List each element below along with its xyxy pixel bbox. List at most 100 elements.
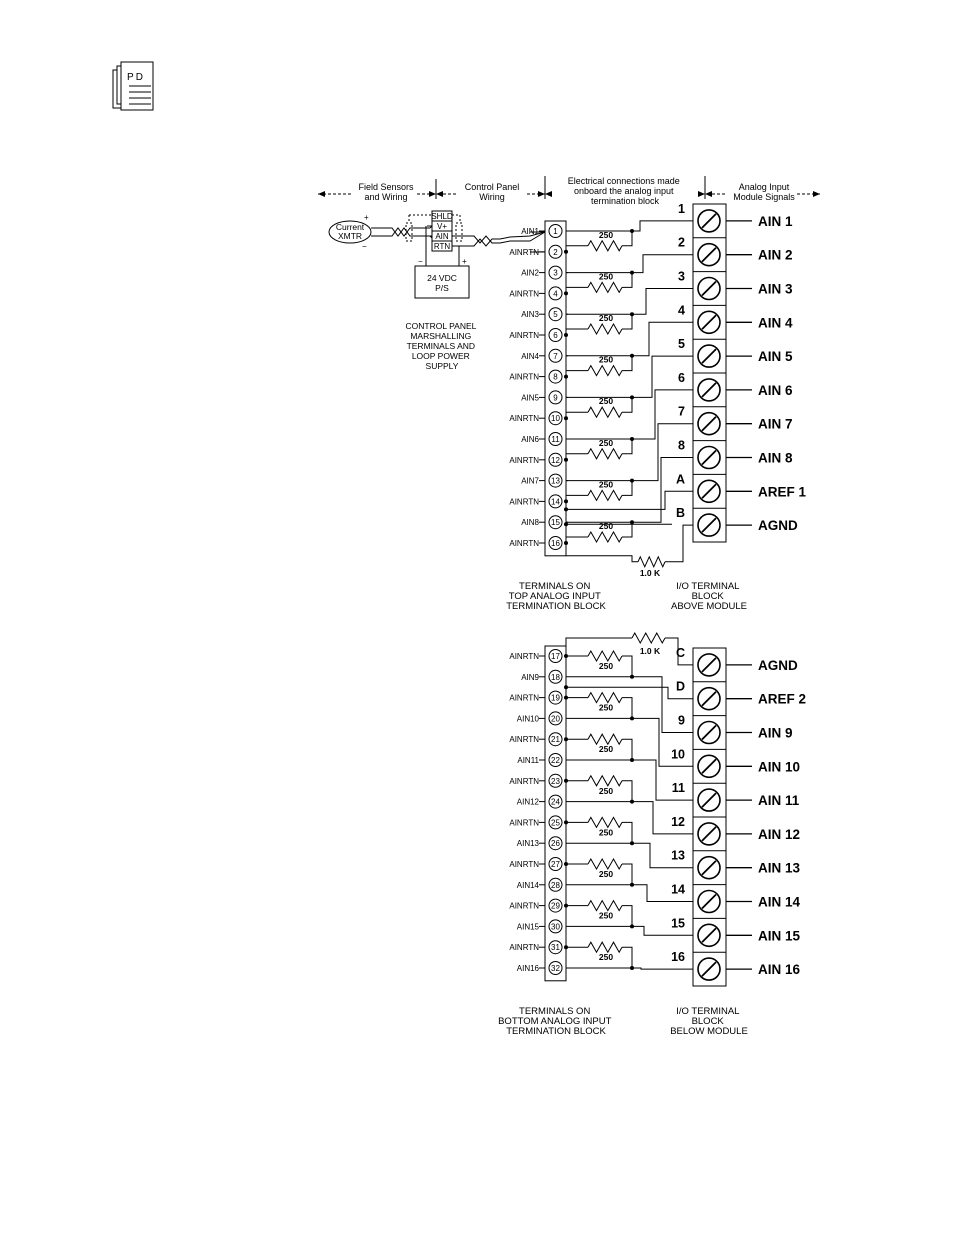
terminal-number: 25 [551,818,560,827]
wire [622,697,633,719]
terminal-label: AIN1 [521,227,539,236]
terminal-label: AINRTN [509,331,539,340]
signal-label: AIN 5 [758,349,793,364]
agnd-wire [665,637,693,666]
input-route [632,676,693,733]
terminal-number: 27 [551,860,560,869]
signal-label: AGND [758,658,798,673]
signal-label: AIN 1 [758,214,793,229]
terminal-screw [548,369,563,384]
wire [622,780,633,802]
resistor-value: 250 [599,952,613,962]
marshalling-caption: CONTROL PANEL MARSHALLING TERMINALS AND … [406,321,479,371]
signal-label: AIN 13 [758,861,801,876]
resistor-value: 250 [599,313,613,323]
resistor-250 [587,406,623,419]
resistor-250 [587,733,623,746]
io-screw-slot [701,382,717,398]
wire [565,543,638,563]
top-termination-block: 1AIN12AINRTN3AIN24AINRTN5AIN36AINRTN7AIN… [509,202,806,578]
terminal-screw [548,307,563,322]
io-screw-slot [701,348,717,364]
wire [622,863,633,885]
wire [622,480,633,496]
input-route [632,254,693,274]
terminal-label: AINRTN [509,818,539,827]
terminal-label: AIN14 [517,881,540,890]
input-route [632,423,693,482]
resistor-250 [587,649,623,663]
io-screw-slot [701,517,717,533]
terminal-label: AINRTN [509,289,539,298]
terminal-number: 3 [553,269,558,278]
terminal-number: 28 [551,881,560,890]
aref-wire [566,686,693,700]
marshal-rtn: RTN [434,242,451,251]
terminal-label: AINRTN [509,497,539,506]
junction-dot [564,499,568,504]
resistor-value: 250 [599,786,613,796]
terminal-screw [548,836,563,851]
io-screw-slot [701,449,717,466]
top-io-caption: I/O TERMINAL BLOCK ABOVE MODULE [671,581,747,612]
terminal-screw [548,432,563,446]
io-screw-slot [701,213,717,229]
terminal-label: AINRTN [509,694,539,703]
signal-label: AIN 6 [758,383,793,398]
document-icon-label: PD [127,72,145,83]
terminal-number: 14 [551,497,560,506]
signal-label: AIN 10 [758,759,800,774]
resistor-250 [587,941,623,954]
terminal-screw [548,411,563,426]
junction-dot [564,685,568,690]
terminal-screw [548,940,563,955]
junction-dot [564,249,568,254]
svg-text:−: − [362,242,367,251]
io-screw-slot [701,247,717,263]
svg-text:+: + [462,257,467,266]
wire [622,738,633,760]
resistor-1k [637,555,666,569]
pin-label: 5 [678,337,685,351]
input-route [632,717,693,767]
pin-label: 4 [678,303,685,317]
terminal-label: AINRTN [509,902,539,911]
terminal-screw [548,753,563,767]
pin-label: D [676,680,685,694]
io-screw-slot [701,724,717,741]
terminal-label: AIN6 [521,435,539,444]
terminal-screw [548,898,563,913]
resistor-value: 250 [599,869,613,879]
terminal-number: 6 [553,331,558,340]
pin-label: 7 [678,405,685,419]
terminal-number: 10 [551,414,560,423]
input-route [632,220,693,232]
input-route [632,884,693,902]
top-terminals-caption: TERMINALS ON TOP ANALOG INPUT TERMINATIO… [506,581,606,612]
pin-label: 14 [671,883,685,897]
bottom-termination-block: 17AINRTN18AIN919AINRTN20AIN1021AINRTN22A… [509,631,806,987]
wire [622,439,633,455]
terminal-label: AIN10 [517,714,540,723]
terminal-screw [548,669,563,684]
resistor-250 [587,691,623,704]
terminal-screw [548,690,563,705]
resistor-250 [587,322,623,336]
input-route [632,321,693,357]
io-screw-slot [701,893,717,910]
resistor-value: 250 [599,827,613,837]
terminal-label: AIN16 [517,964,540,973]
pin-label: 9 [678,714,685,728]
input-route [632,759,693,801]
terminal-number: 20 [551,714,560,723]
terminal-number: 26 [551,839,560,848]
pin-label: 1 [678,202,685,216]
io-screw-slot [701,792,717,808]
aref-wire [566,490,693,510]
wire [622,272,633,288]
terminal-screw [548,857,563,871]
terminal-label: AIN5 [521,393,539,402]
resistor-250 [587,239,623,252]
